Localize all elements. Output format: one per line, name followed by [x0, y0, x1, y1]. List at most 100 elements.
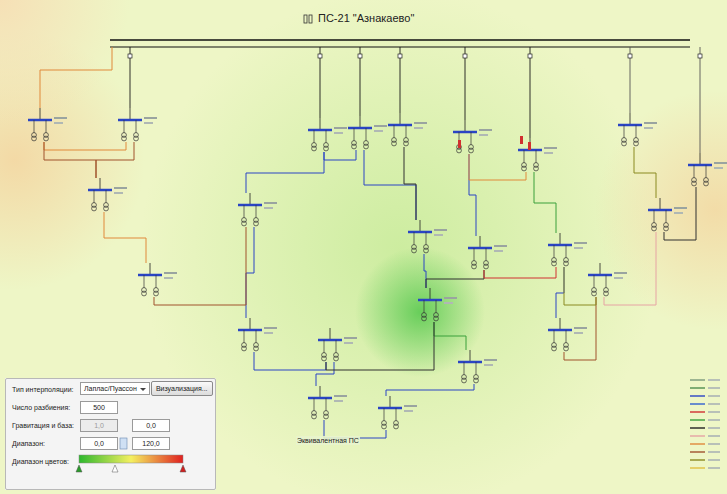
- power-line: [44, 142, 96, 178]
- field-value: Лаплас/Пуассон: [84, 384, 137, 393]
- transformer-symbol: [394, 424, 399, 429]
- substation-symbol: [618, 113, 657, 146]
- transformer-symbol: [604, 291, 609, 296]
- legend-line-sample: [690, 459, 705, 460]
- substation-symbol: [348, 116, 387, 149]
- field-value: 1,0: [84, 421, 114, 430]
- alarm-symbol: [458, 140, 461, 148]
- transformer-symbol: [324, 146, 329, 151]
- field-caption: Диапазон:: [12, 439, 45, 448]
- bay-line: [414, 232, 415, 245]
- substation-symbol: [648, 198, 687, 231]
- substation-symbol: [453, 120, 492, 153]
- legend-line-sample: [690, 443, 705, 444]
- power-line: [404, 147, 416, 220]
- bay-line: [706, 165, 707, 178]
- bay-line: [330, 328, 331, 340]
- color-range-bar: [79, 455, 183, 463]
- power-line: [316, 362, 334, 386]
- substation-symbol: [378, 396, 417, 429]
- busbar: [648, 209, 672, 212]
- substation-symbol: [238, 318, 277, 351]
- name-mark: [484, 364, 493, 366]
- bay-line: [426, 232, 427, 245]
- bay-line: [336, 340, 337, 353]
- substation-symbol: [588, 263, 627, 296]
- transformer-symbol: [462, 378, 467, 383]
- bay-line: [560, 318, 561, 330]
- name-mark: [264, 332, 273, 334]
- name-mark: [404, 410, 413, 412]
- field-value: 500: [84, 403, 114, 412]
- transformer-symbol: [312, 146, 317, 151]
- power-line: [326, 322, 434, 370]
- name-mark: [614, 277, 623, 279]
- busbar: [468, 247, 492, 250]
- legend-line-sample: [690, 467, 705, 468]
- name-mark: [479, 129, 492, 131]
- bay-line: [94, 190, 95, 203]
- bay-line: [130, 108, 131, 120]
- bay-line: [480, 236, 481, 248]
- bay-line: [384, 408, 385, 421]
- breaker-symbol: [463, 54, 467, 58]
- bay-line: [124, 120, 125, 133]
- substation-symbol: [118, 108, 157, 141]
- transformer-symbol: [434, 316, 439, 321]
- bay-line: [566, 245, 567, 258]
- name-mark: [494, 250, 503, 252]
- bay-line: [256, 205, 257, 218]
- bus-symbol: [309, 15, 312, 23]
- name-mark: [574, 247, 583, 249]
- name-mark: [264, 202, 277, 204]
- power-line: [469, 154, 476, 236]
- bay-line: [654, 210, 655, 223]
- legend-line-sample: [690, 379, 705, 380]
- substation-symbol: [238, 193, 277, 226]
- alarm-symbol: [520, 136, 523, 144]
- feeder-line: [700, 47, 701, 153]
- busbar: [28, 119, 52, 122]
- power-line: [469, 154, 526, 180]
- bay-line: [324, 340, 325, 353]
- legend-mark: [708, 427, 720, 429]
- transformer-symbol: [324, 414, 329, 419]
- transformer-symbol: [424, 248, 429, 253]
- power-line: [96, 142, 134, 178]
- transformer-symbol: [92, 206, 97, 211]
- power-line: [484, 267, 556, 278]
- field-caption: Число разбиения:: [12, 403, 70, 412]
- substation-symbol: [548, 318, 587, 351]
- push-button: Визуализация...: [151, 381, 213, 396]
- bay-line: [406, 125, 407, 138]
- busbar: [418, 299, 442, 302]
- name-mark: [264, 327, 277, 329]
- field-caption: Гравитация и база:: [12, 421, 74, 430]
- name-mark: [674, 212, 683, 214]
- name-mark: [544, 152, 553, 154]
- bay-line: [420, 220, 421, 232]
- transformer-symbol: [422, 316, 427, 321]
- name-mark: [344, 342, 353, 344]
- bay-line: [100, 178, 101, 190]
- bay-line: [326, 398, 327, 411]
- input-field: 1,0: [80, 419, 118, 432]
- name-mark: [574, 242, 587, 244]
- bay-line: [106, 190, 107, 203]
- bay-line: [244, 205, 245, 218]
- legend-mark: [708, 435, 720, 437]
- input-field: 120,0: [132, 437, 170, 450]
- field-caption: Диапазон цветов:: [12, 457, 69, 466]
- power-line: [434, 322, 466, 350]
- name-mark: [404, 405, 417, 407]
- transformer-symbol: [134, 136, 139, 141]
- legend-line-sample: [690, 427, 705, 428]
- name-mark: [444, 302, 453, 304]
- legend-mark: [708, 443, 720, 445]
- substation-symbol: [308, 386, 347, 419]
- bay-line: [314, 398, 315, 411]
- bay-line: [624, 125, 625, 138]
- power-line: [324, 150, 356, 160]
- name-mark: [714, 167, 723, 169]
- name-mark: [414, 122, 427, 124]
